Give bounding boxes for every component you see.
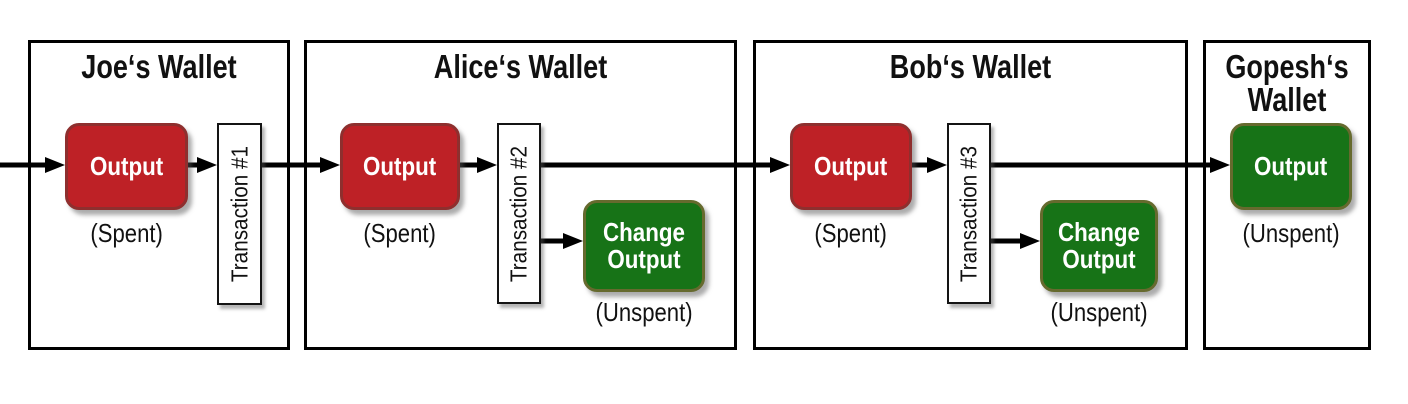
output-status-joe: (Spent) [90,218,163,248]
output-label-joe: Output [89,151,164,181]
transaction-box-1: Transaction #1 [217,123,262,305]
transaction-label-3: Transaction #3 [955,145,982,282]
change-output-status-bob: (Unspent) [1050,297,1148,327]
output-label-bob: Output [814,151,888,181]
output-status-gopesh: (Unspent) [1242,218,1340,248]
change-output-label-alice: Change Output [603,217,685,274]
transaction-box-3: Transaction #3 [947,123,991,304]
output-box-alice: Output [340,123,460,210]
wallet-title-joe: Joe‘s Wallet [81,48,237,85]
output-box-bob: Output [790,123,912,210]
transaction-box-2: Transaction #2 [497,123,541,304]
output-status-bob: (Spent) [814,218,888,248]
output-box-joe: Output [65,123,188,210]
output-box-gopesh: Output [1230,123,1352,210]
transaction-label-2: Transaction #2 [505,145,532,282]
wallet-title-bob: Bob‘s Wallet [889,48,1052,85]
transaction-label-1: Transaction #1 [226,145,252,283]
output-label-gopesh: Output [1254,151,1328,181]
change-output-box-bob: Change Output [1040,200,1158,292]
wallet-title-alice: Alice‘s Wallet [433,48,608,85]
change-output-label-bob: Change Output [1058,217,1140,274]
change-output-box-alice: Change Output [583,200,705,292]
wallet-title-gopesh: Gopesh‘s Wallet [1225,48,1349,118]
output-status-alice: (Spent) [363,218,437,248]
change-output-status-alice: (Unspent) [595,297,693,327]
output-label-alice: Output [363,151,437,181]
